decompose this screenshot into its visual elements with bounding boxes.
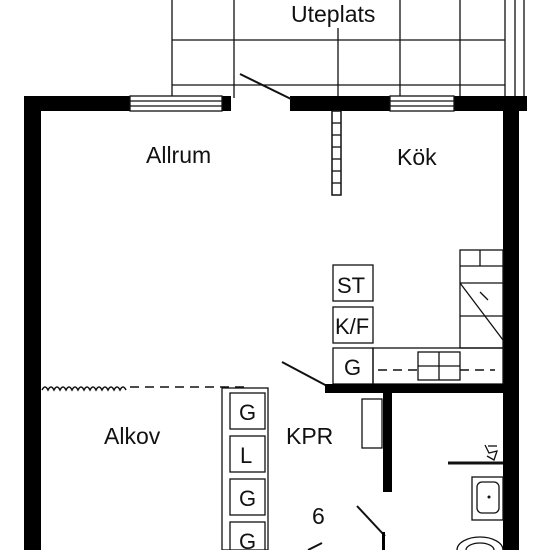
partition-pillar	[331, 110, 342, 196]
interior-wall-vertical	[383, 384, 392, 492]
window-living-room	[129, 95, 223, 112]
patio-grid	[171, 0, 525, 98]
wardrobes: G L G G	[221, 387, 269, 550]
closet-shelf	[361, 398, 383, 449]
kitchen-cabinet-box: G	[332, 347, 374, 385]
outer-walls	[24, 96, 527, 550]
room-label-patio: Uteplats	[291, 1, 375, 27]
wardrobe-box-4	[229, 521, 266, 550]
kitchen-counter	[372, 347, 504, 385]
door-frame	[382, 532, 385, 550]
wardrobe-box-1	[229, 392, 266, 430]
entry-door-fragment	[307, 542, 323, 550]
bathroom-door	[356, 505, 386, 537]
room-label-kitchen: Kök	[397, 144, 437, 170]
marker-number: 6	[312, 503, 325, 529]
patio-door	[239, 73, 292, 100]
alcove-boundary	[41, 386, 250, 392]
wardrobe-label-4: G	[239, 529, 256, 550]
room-label-alcove: Alkov	[104, 423, 161, 449]
room-label-closet: KPR	[286, 423, 333, 449]
kitchen-wall-cabinet	[459, 249, 504, 349]
stove-box: ST	[332, 264, 374, 302]
wardrobe-label-2: L	[240, 443, 252, 468]
stove-label: ST	[337, 273, 365, 298]
wardrobe-box-2	[229, 435, 266, 473]
washbasin-icon	[471, 476, 504, 521]
bathroom-shelf	[448, 444, 503, 465]
wardrobe-label-1: G	[239, 400, 256, 425]
wardrobe-box-3	[229, 478, 266, 516]
fridge-freezer-box: K/F	[332, 306, 374, 344]
interior-wall-horizontal	[325, 384, 503, 393]
window-kitchen	[389, 95, 455, 112]
toilet-icon	[456, 536, 504, 550]
room-label-living: Allrum	[146, 142, 211, 168]
wardrobe-label-3: G	[239, 486, 256, 511]
kitchen-cabinet-label: G	[344, 355, 361, 380]
kitchen-door	[281, 361, 330, 388]
fridge-freezer-label: K/F	[335, 314, 369, 339]
